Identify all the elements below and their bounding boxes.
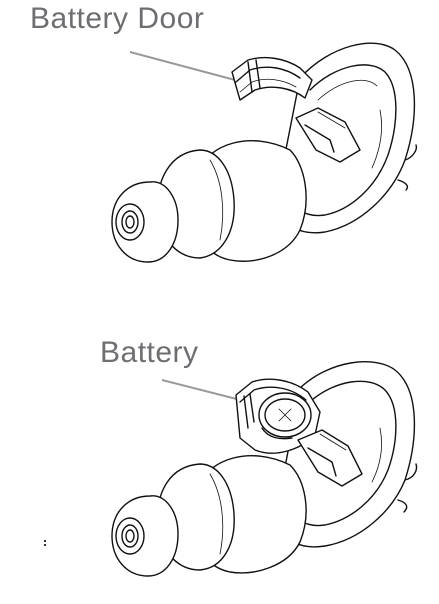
ear-tip xyxy=(111,455,307,577)
battery-door-leader-line xyxy=(129,51,236,81)
battery-label: Battery xyxy=(100,336,199,369)
earbud-battery-door-illustration xyxy=(111,42,418,263)
battery-door xyxy=(231,56,361,163)
earbud-battery-illustration xyxy=(111,361,418,577)
battery-icon xyxy=(258,392,312,440)
ear-tip xyxy=(111,140,307,263)
battery-door-label: Battery Door xyxy=(30,2,205,35)
stray-mark xyxy=(44,540,48,546)
battery-door-open xyxy=(297,429,363,487)
